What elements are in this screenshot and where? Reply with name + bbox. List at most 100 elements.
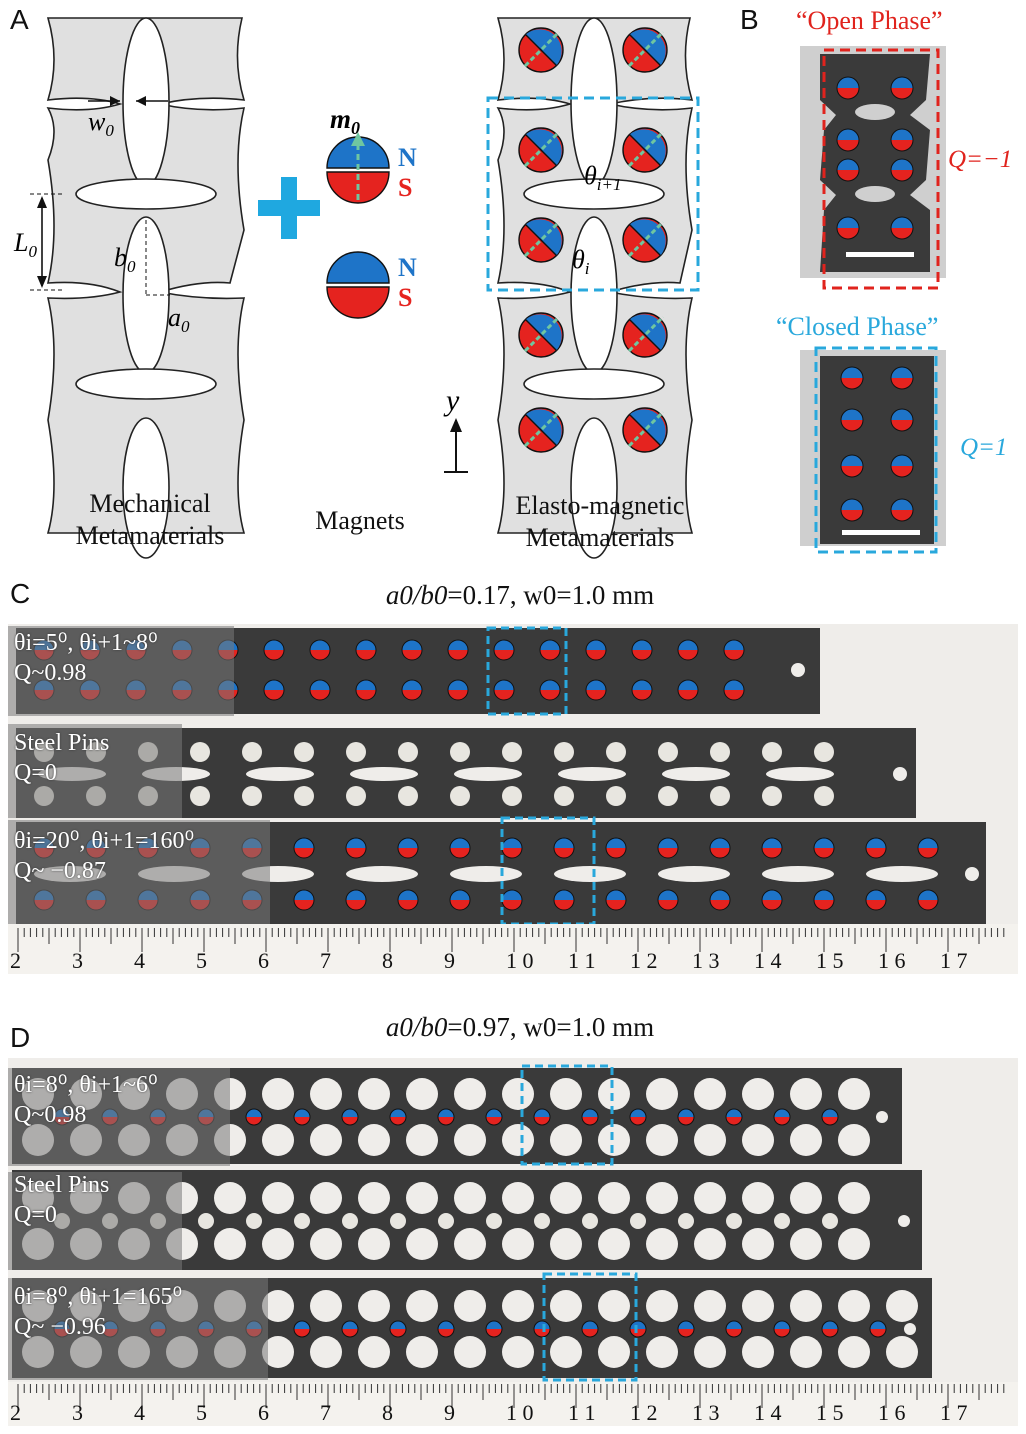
- label-theta-i1: θi+1: [584, 161, 621, 194]
- steel-pin-hole: [534, 1213, 550, 1229]
- steel-pin-hole: [710, 786, 730, 806]
- open-phase-magnet: [890, 216, 914, 240]
- open-phase-magnet: [836, 76, 860, 100]
- steel-pin-hole: [554, 742, 574, 762]
- d-strip-3-magnet: [485, 1320, 503, 1338]
- steel-pin-hole: [398, 742, 418, 762]
- steel-pin-hole: [606, 742, 626, 762]
- d-strip-3-magnet: [437, 1320, 455, 1338]
- y-axis-arrow-icon: [444, 418, 468, 473]
- diagonal-magnet-icon: [622, 407, 668, 453]
- c-strip-3-magnet: [345, 837, 367, 859]
- d-strip-1-magnet: [245, 1108, 263, 1126]
- c-strip-1-magnet: [309, 639, 331, 661]
- elasto-magnet-grid: [518, 27, 668, 453]
- magnet-icon: [326, 132, 390, 204]
- c-strip-1-magnet: [263, 639, 285, 661]
- diagonal-magnet-icon: [518, 312, 564, 358]
- panel-c-title: a0/b0=0.17, w0=1.0 mm: [260, 580, 780, 611]
- diagonal-magnet-icon: [518, 217, 564, 263]
- ruler-number: 1 3: [692, 948, 720, 973]
- steel-pin-hole: [774, 1213, 790, 1229]
- c-strip-3-magnet: [293, 889, 315, 911]
- diagonal-magnet-icon: [518, 127, 564, 173]
- c-strip-1-magnet: [539, 679, 561, 701]
- c-strip-3-magnet: [553, 837, 575, 859]
- ruler-number: 3: [72, 948, 83, 973]
- ruler-number: 1 5: [816, 1400, 844, 1425]
- c-strip-1-magnet: [631, 679, 653, 701]
- steel-pin-hole: [582, 1213, 598, 1229]
- mechanical-unit-shape: [30, 17, 246, 559]
- steel-pin-hole: [242, 786, 262, 806]
- ruler-number: 6: [258, 1400, 269, 1425]
- panel-letter-b: B: [740, 4, 759, 35]
- open-phase-magnet: [836, 158, 860, 182]
- d-strip-1-magnet: [677, 1108, 695, 1126]
- c-strip-1-dashed-box: [486, 626, 568, 716]
- steel-pin-hole: [762, 742, 782, 762]
- c-strip-1-magnet: [401, 639, 423, 661]
- diagonal-magnet-icon: [622, 127, 668, 173]
- open-phase-magnet: [836, 128, 860, 152]
- closed-phase-magnet: [890, 408, 914, 432]
- c-strip-3-magnet: [449, 889, 471, 911]
- c-strip-1-magnet: [401, 679, 423, 701]
- ruler-number: 1 5: [816, 948, 844, 973]
- caption-elasto: Elasto-magnetic Metamaterials: [480, 490, 720, 554]
- label-m0: m0: [330, 104, 360, 138]
- closed-phase-magnet: [890, 454, 914, 478]
- c-strip-3-magnet: [813, 889, 835, 911]
- steel-pin-hole: [190, 742, 210, 762]
- steel-pin-hole: [502, 742, 522, 762]
- c-strip-1-magnet: [677, 639, 699, 661]
- steel-pin-hole: [450, 786, 470, 806]
- c-strip-3-magnet: [813, 837, 835, 859]
- steel-pin-hole: [502, 786, 522, 806]
- steel-pin-hole: [346, 742, 366, 762]
- caption-mechanical: Mechanical Metamaterials: [30, 488, 270, 552]
- panel-letter-c: C: [10, 578, 31, 609]
- steel-pin-hole: [658, 786, 678, 806]
- c-strip-3-magnet: [709, 837, 731, 859]
- closed-phase-magnet: [840, 366, 864, 390]
- caption-magnets: Magnets: [315, 506, 405, 535]
- d-strip-1-magnet: [389, 1108, 407, 1126]
- d-strip-1-magnet: [437, 1108, 455, 1126]
- steel-pin-hole: [726, 1213, 742, 1229]
- c-strip-3-magnet: [657, 837, 679, 859]
- d-strip-1-magnet: [533, 1108, 551, 1126]
- panel-d-title: a0/b0=0.97, w0=1.0 mm: [260, 1012, 780, 1043]
- d-strip-1-magnet: [773, 1108, 791, 1126]
- ruler-number: 2: [10, 1400, 21, 1425]
- ruler-number: 1 0: [506, 1400, 534, 1425]
- d-strip-3-dashed-box: [542, 1272, 638, 1382]
- steel-pin-hole: [198, 1213, 214, 1229]
- d-strip-1-magnet: [341, 1108, 359, 1126]
- d-strip-3-magnet: [821, 1320, 839, 1338]
- panel-d-ratio: a0/b0: [385, 1012, 448, 1042]
- d-strip-2-label-line2: Q=0: [14, 1202, 57, 1228]
- ruler-number: 8: [382, 948, 393, 973]
- unit-cell-dashed-box: [486, 96, 700, 292]
- c-strip-1-magnet: [539, 639, 561, 661]
- closed-phase-magnet: [840, 498, 864, 522]
- c-strip-1-label-line2: Q~0.98: [14, 660, 87, 686]
- ruler-number: 1 4: [754, 948, 782, 973]
- closed-phase-dashed-box: [814, 346, 938, 554]
- c-strip-1-magnet: [631, 639, 653, 661]
- c-strip-3-label: θi=20⁰, θi+1=160⁰ Q~ −0.87: [14, 826, 194, 886]
- closed-phase-title: “Closed Phase”: [776, 312, 939, 341]
- steel-pin-hole: [710, 742, 730, 762]
- c-strip-1-magnet: [585, 679, 607, 701]
- ruler-number: 1 4: [754, 1400, 782, 1425]
- panel-b-photos: [800, 46, 946, 554]
- d-strip-3-magnet: [389, 1320, 407, 1338]
- ruler-number: 1 2: [630, 948, 658, 973]
- diagonal-magnet-icon: [622, 27, 668, 73]
- ruler-number: 5: [196, 948, 207, 973]
- steel-pin-hole: [294, 786, 314, 806]
- ruler-number: 7: [320, 948, 331, 973]
